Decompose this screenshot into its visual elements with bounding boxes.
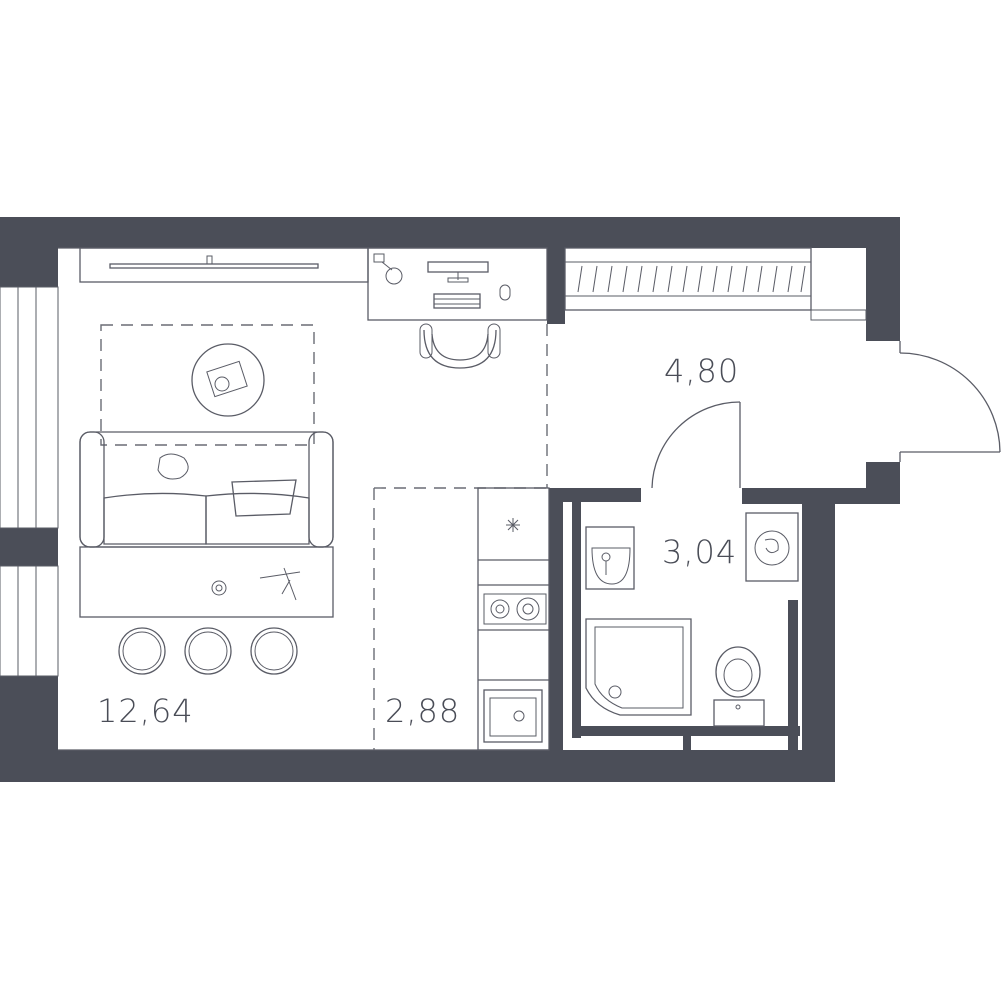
book-icon xyxy=(206,360,248,398)
area-label-bathroom: 3,04 xyxy=(662,533,737,571)
stools xyxy=(118,627,298,675)
washbasin xyxy=(585,526,635,590)
area-label-kitchen: 2,88 xyxy=(385,692,460,730)
bathroom-door xyxy=(651,401,741,489)
cat-pillow xyxy=(157,453,189,480)
cooktop xyxy=(483,593,547,625)
window-left-upper xyxy=(0,286,59,529)
window-frame xyxy=(0,565,59,677)
wall-left-top xyxy=(0,217,58,287)
coffee-table xyxy=(191,343,265,417)
wall-bath-post xyxy=(683,736,691,752)
washing-machine xyxy=(745,512,799,582)
snowflake-icon xyxy=(506,518,520,532)
desk xyxy=(367,247,548,321)
kitchen-counter xyxy=(477,487,550,751)
window-frame xyxy=(0,286,59,529)
wall-bottom xyxy=(0,750,835,782)
cushion xyxy=(231,479,297,517)
mouse-icon xyxy=(499,284,511,301)
lamp-icon xyxy=(385,267,403,285)
wall-bath-inner-bottom xyxy=(572,726,800,736)
shower-tray xyxy=(585,618,692,716)
wall-right-door-stub xyxy=(866,462,900,488)
sofa xyxy=(79,431,334,548)
wall-bath-right xyxy=(802,488,835,782)
tv-stand xyxy=(79,247,369,283)
wall-bath-shaft xyxy=(788,600,798,752)
monitor-icon xyxy=(427,261,489,273)
wall-wardrobe-partition xyxy=(547,248,565,324)
wardrobe xyxy=(564,247,867,321)
window-left-lower xyxy=(0,565,59,677)
dining-table xyxy=(79,546,334,618)
area-label-living: 12,64 xyxy=(97,692,194,730)
keyboard-icon xyxy=(433,293,481,309)
rug xyxy=(100,324,315,446)
toilet xyxy=(713,646,765,727)
wall-bath-left xyxy=(549,488,563,750)
wall-bath-inner-left xyxy=(572,502,581,738)
wall-left-middle xyxy=(0,528,58,566)
kitchen-sink xyxy=(483,689,543,743)
walls xyxy=(0,217,900,782)
wall-bath-top-left xyxy=(549,488,641,502)
flower-branch-icon xyxy=(259,567,301,601)
wall-right-upper xyxy=(866,217,900,341)
area-label-hall: 4,80 xyxy=(664,352,739,390)
entrance-door xyxy=(899,341,1001,462)
wall-top xyxy=(0,217,866,248)
office-chair xyxy=(419,323,501,369)
hangers xyxy=(577,265,806,293)
lamp-base xyxy=(373,253,385,263)
zone-separators xyxy=(373,324,549,750)
